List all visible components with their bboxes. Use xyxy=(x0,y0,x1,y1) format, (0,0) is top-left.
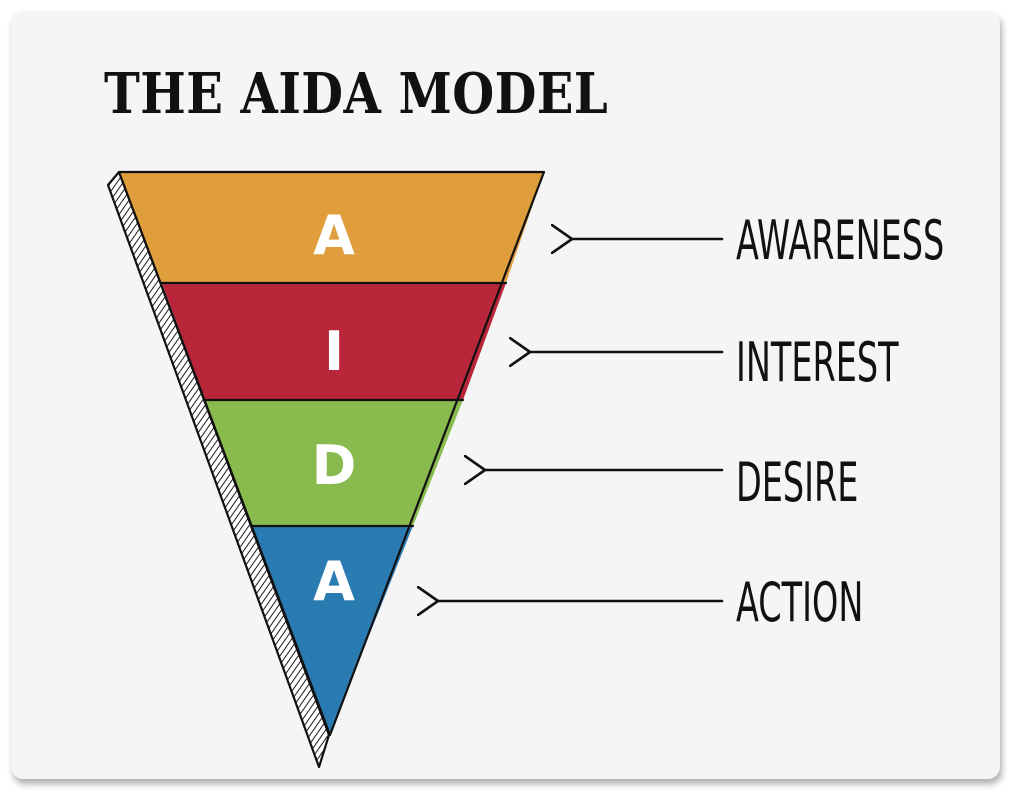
funnel-band-interest xyxy=(162,283,506,400)
stage-label-interest: INTEREST xyxy=(736,331,899,395)
band-letter-d-desire: D xyxy=(312,434,357,497)
stage-label-desire: DESIRE xyxy=(736,451,858,515)
band-letter-a-action: A xyxy=(313,550,355,613)
band-letter-a-awareness: A xyxy=(313,204,355,267)
stage-label-awareness: AWARENESS xyxy=(736,209,944,273)
diagram-card xyxy=(11,11,1000,779)
funnel-band-action xyxy=(252,526,413,733)
diagram-title: THE AIDA MODEL xyxy=(104,61,609,127)
funnel-band-awareness xyxy=(119,172,544,283)
funnel-band-desire xyxy=(205,400,463,526)
band-letter-i-interest: I xyxy=(324,320,344,383)
funnel-outline xyxy=(117,170,546,737)
funnel-bands xyxy=(119,172,544,733)
stage-label-action: ACTION xyxy=(736,571,863,635)
